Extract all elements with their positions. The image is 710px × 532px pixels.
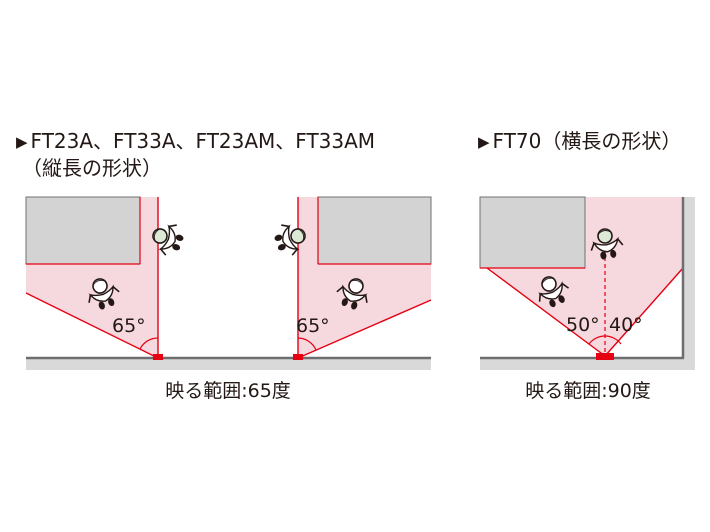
right-title-text: FT70（横長の形状） (492, 129, 682, 153)
right-caption: 映る範囲:90度 (525, 380, 651, 402)
camera-icon (153, 354, 163, 360)
building-ft70 (479, 196, 586, 269)
wall-ft70-right (683, 197, 695, 358)
triangle-marker-icon: ▶ (478, 133, 490, 151)
building-right (317, 196, 432, 265)
fov-edge-right-diagonal (297, 299, 432, 359)
right-panel-title: ▶FT70（横長の形状） (478, 128, 681, 156)
left-caption: 映る範囲:65度 (165, 380, 291, 402)
fov-edge-ft70-left (486, 267, 606, 357)
ground-strip-left (26, 358, 431, 370)
coverage-area-left (26, 197, 158, 358)
coverage-area-right (298, 197, 431, 358)
angle-label-ft70-left: 50° (566, 314, 600, 336)
camera-icon (293, 354, 303, 360)
angle-label-ft70-right: 40° (609, 314, 643, 336)
triangle-marker-icon: ▶ (16, 133, 28, 151)
fov-edge-left-diagonal (25, 292, 159, 359)
left-panel-title: ▶FT23A、FT33A、FT23AM、FT33AM (16, 128, 375, 156)
left-panel-subtitle: （縦長の形状） (22, 156, 162, 180)
left-diagram: 65° 65° (25, 196, 432, 370)
right-diagram: 50° 40° (479, 196, 695, 370)
ground-strip-ft70 (480, 358, 695, 370)
angle-label-right: 65° (296, 315, 330, 337)
camera-icon (596, 353, 614, 360)
left-title-line1: FT23A、FT33A、FT23AM、FT33AM (30, 129, 376, 153)
building-left (25, 196, 141, 265)
angle-label-left: 65° (112, 315, 146, 337)
